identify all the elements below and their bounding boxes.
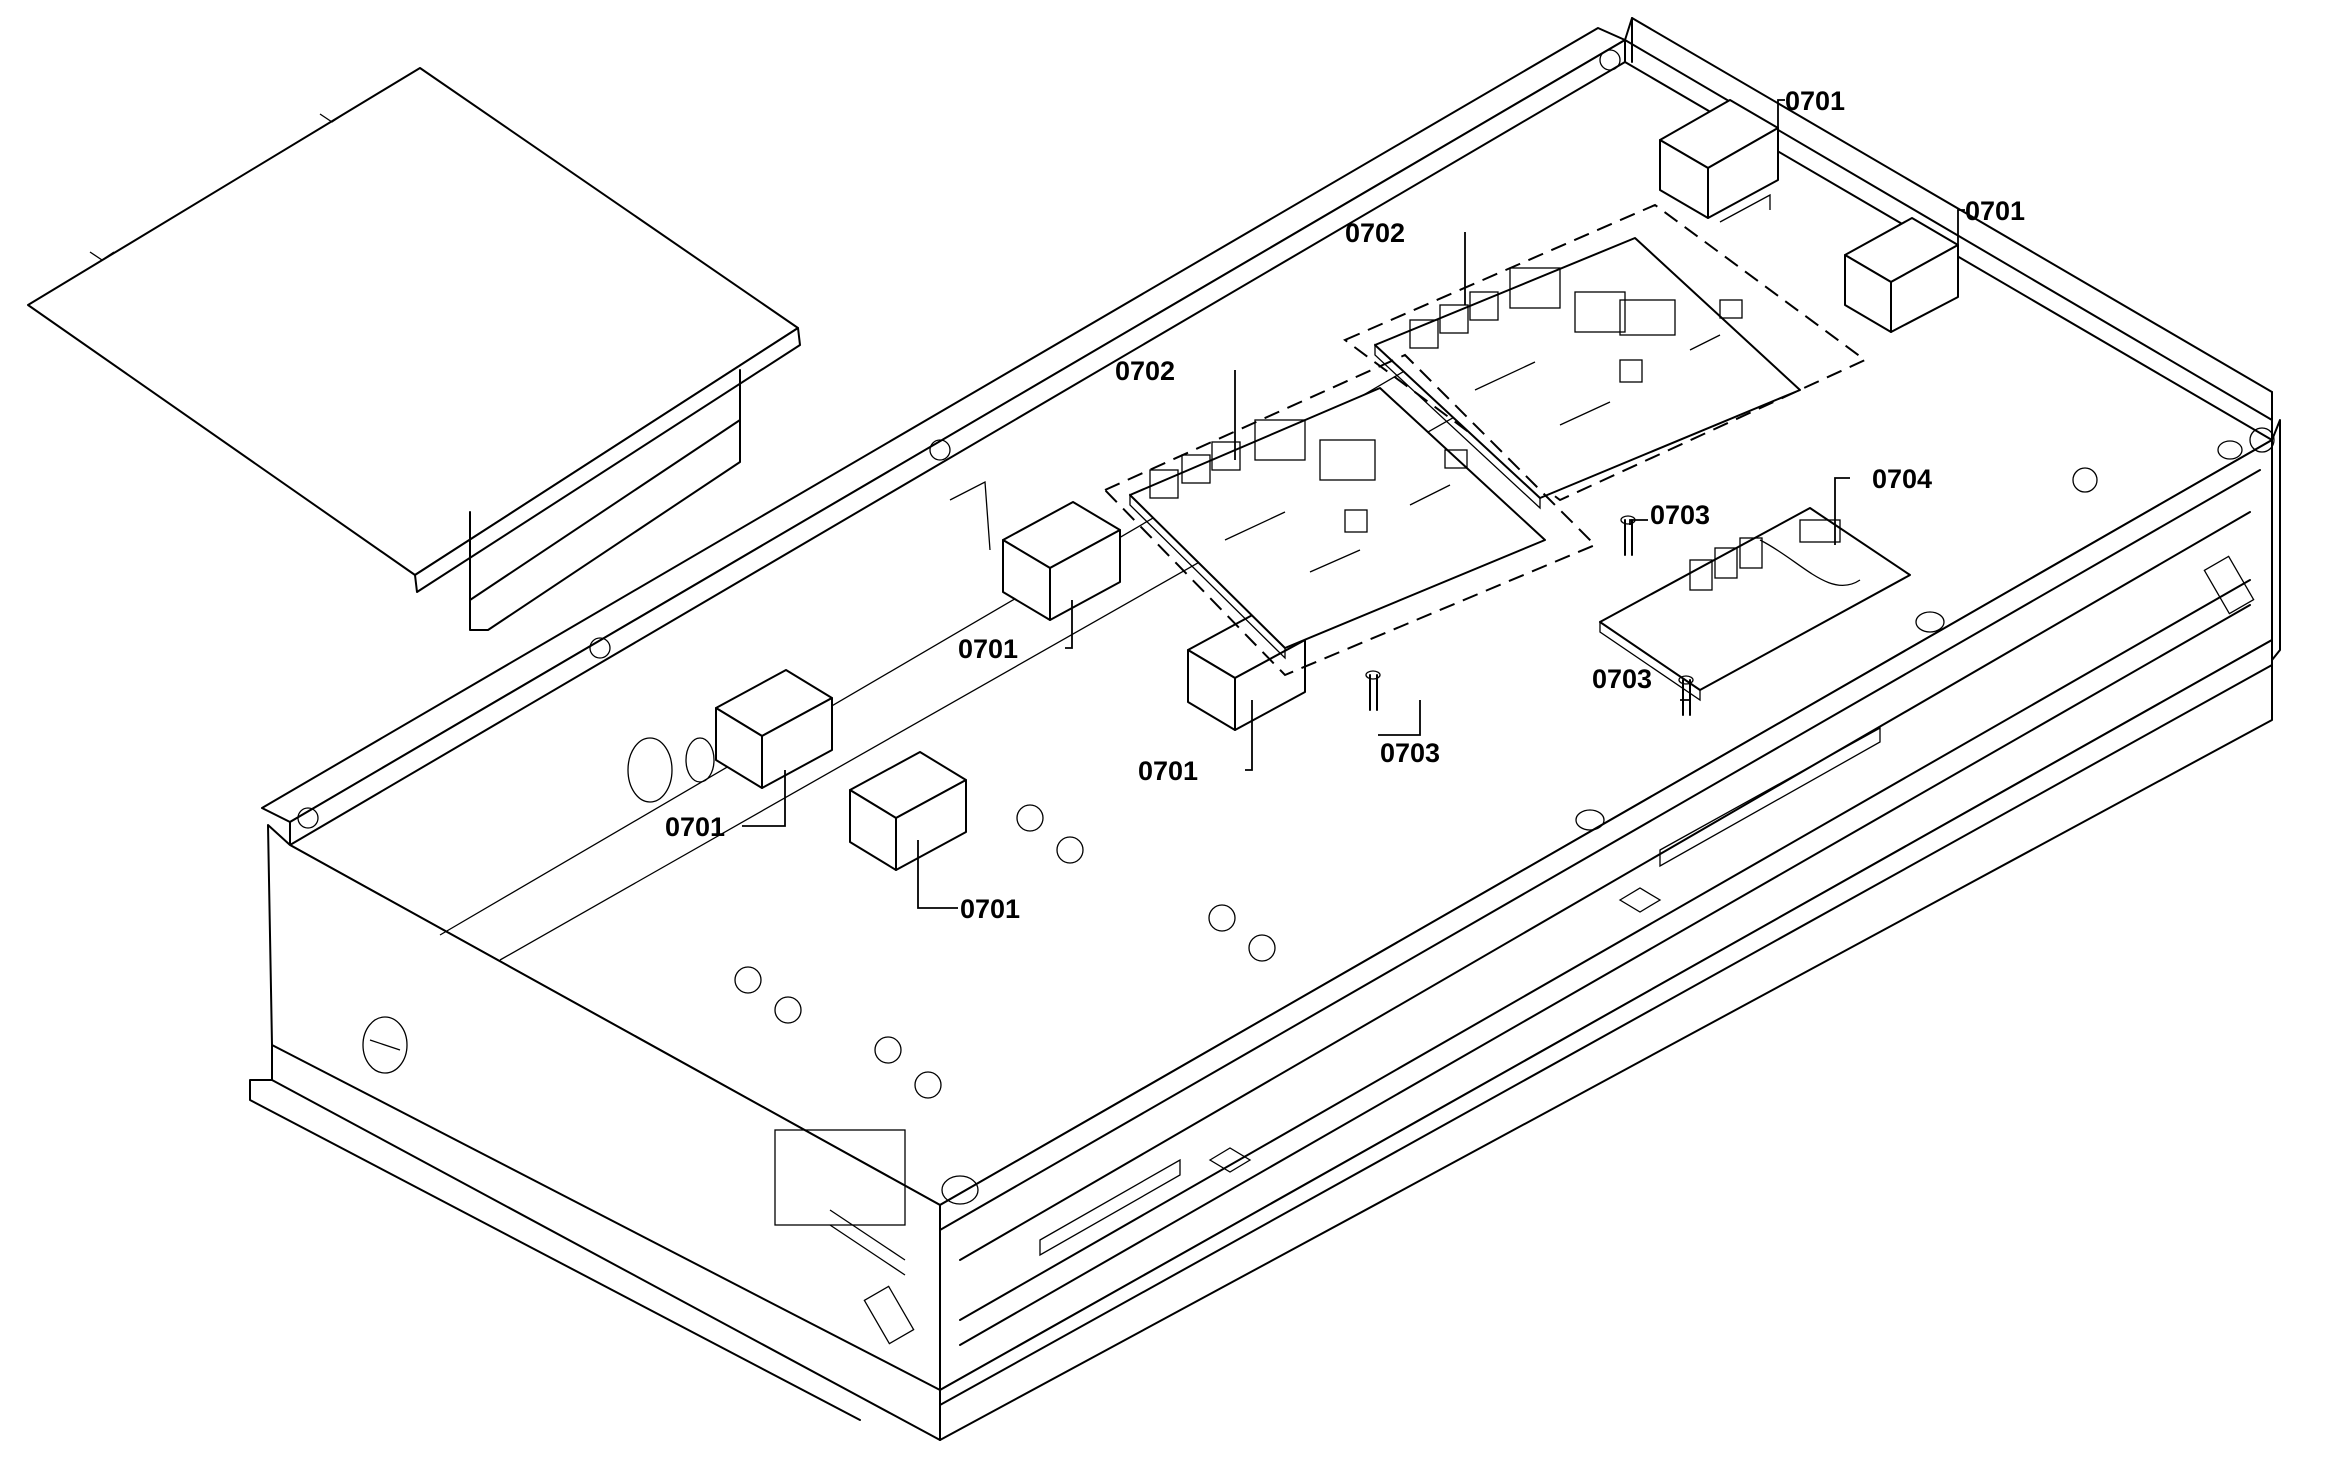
chassis-tray <box>249 17 2281 1441</box>
callout-0704: 0704 <box>1872 464 1932 494</box>
callout-leaders <box>742 99 1965 909</box>
callout-0701: 0701 <box>960 894 1020 924</box>
control-board-0702-upper <box>1343 203 1867 510</box>
relay-0701-f <box>849 751 967 871</box>
standoff-0703-b <box>1365 670 1381 711</box>
callout-0703: 0703 <box>1380 738 1440 768</box>
callout-labels: 0701 0701 0702 0702 0703 0704 0701 0701 … <box>665 86 2025 924</box>
callout-0701: 0701 <box>1138 756 1198 786</box>
power-board-0704 <box>1599 507 1911 702</box>
callout-0703: 0703 <box>1650 500 1710 530</box>
floor-bosses <box>734 804 1276 1099</box>
callout-0701: 0701 <box>665 812 725 842</box>
standoff-0703-a <box>1620 515 1636 556</box>
relay-0701-a <box>1659 99 1779 223</box>
relay-0701-c <box>949 480 1121 621</box>
callout-0702: 0702 <box>1345 218 1405 248</box>
relay-0701-b <box>1844 217 1959 333</box>
cover-panel <box>27 67 801 633</box>
callout-0701: 0701 <box>1785 86 1845 116</box>
callout-0701: 0701 <box>958 634 1018 664</box>
callout-0701: 0701 <box>1965 196 2025 226</box>
callout-0702: 0702 <box>1115 356 1175 386</box>
callout-0703: 0703 <box>1592 664 1652 694</box>
relay-0701-e <box>715 669 833 789</box>
control-board-0702-lower <box>1103 353 1597 677</box>
